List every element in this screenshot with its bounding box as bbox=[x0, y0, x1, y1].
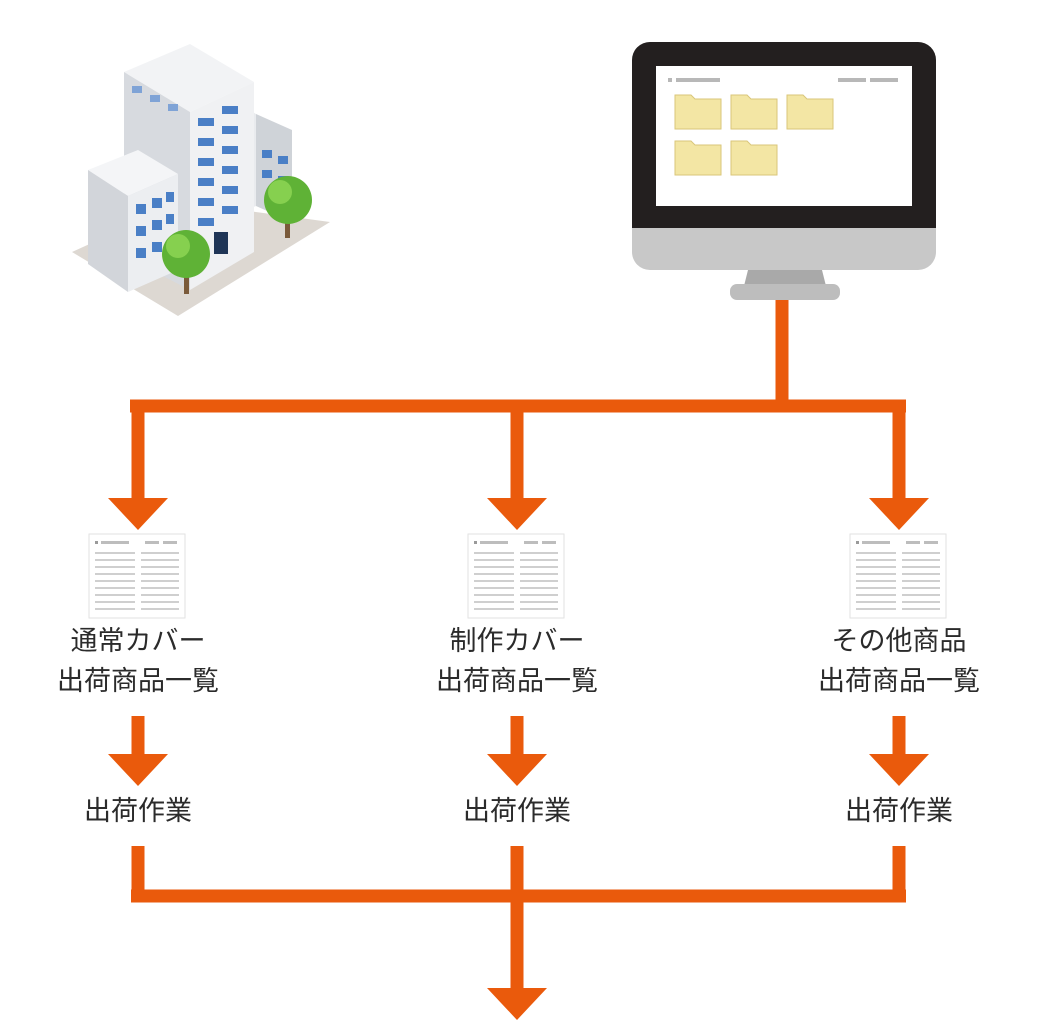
office-building-icon bbox=[72, 44, 330, 316]
branch-2-list-label: 制作カバー 出荷商品一覧 bbox=[397, 622, 637, 702]
branch-1-list-label: 通常カバー 出荷商品一覧 bbox=[18, 622, 258, 702]
arrow-down-icon bbox=[487, 754, 547, 786]
tree-icon bbox=[162, 230, 210, 294]
arrow-down-icon bbox=[487, 988, 547, 1020]
branch-1-list-line1: 通常カバー bbox=[70, 626, 206, 657]
arrow-down-icon bbox=[487, 498, 547, 530]
branch-3-list-label: その他商品 出荷商品一覧 bbox=[779, 622, 1019, 702]
branch-1-list-line2: 出荷商品一覧 bbox=[57, 666, 219, 697]
branch-2-work-label: 出荷作業 bbox=[463, 796, 571, 827]
flow-lines-bottom bbox=[131, 846, 906, 990]
tree-icon bbox=[264, 176, 312, 238]
arrow-down-icon bbox=[869, 498, 929, 530]
branch-3-list-line1: その他商品 bbox=[831, 626, 967, 657]
branch-1-work-label: 出荷作業 bbox=[84, 796, 192, 827]
arrow-down-icon bbox=[108, 754, 168, 786]
document-list-icon bbox=[849, 533, 947, 619]
branch-2-list-line1: 制作カバー bbox=[449, 626, 585, 657]
folder-icon bbox=[674, 94, 834, 176]
arrow-down-icon bbox=[869, 754, 929, 786]
branch-3-list-line2: 出荷商品一覧 bbox=[818, 666, 980, 697]
branch-2-list-line2: 出荷商品一覧 bbox=[436, 666, 598, 697]
document-list-icon bbox=[88, 533, 186, 619]
branch-3-work-label: 出荷作業 bbox=[845, 796, 953, 827]
document-list-icon bbox=[467, 533, 565, 619]
flow-lines-top bbox=[130, 300, 906, 500]
arrow-down-icon bbox=[108, 498, 168, 530]
desktop-monitor-icon bbox=[632, 42, 936, 300]
